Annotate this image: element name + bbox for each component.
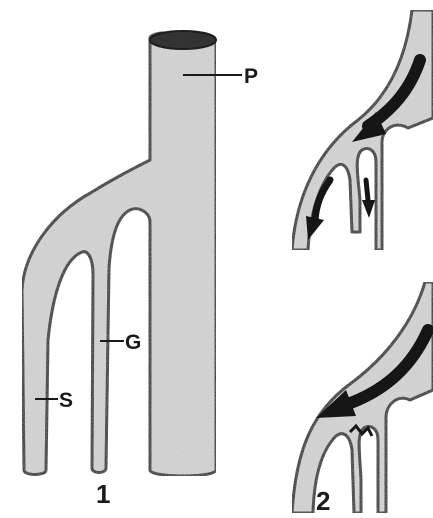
right-panel-divider [290, 258, 433, 274]
panel-2a-left-arrowhead [306, 216, 324, 240]
label-gastric: G [125, 331, 141, 354]
panel-2b-vessel [292, 282, 433, 513]
panel-2a-right-flow-arrow [366, 180, 368, 200]
portal-vein-top-cut [150, 31, 216, 49]
panel-2a-right-arrowhead [362, 200, 375, 218]
panel-number-2: 2 [316, 486, 330, 513]
panel-1-vessel-tree [22, 31, 216, 476]
panel-number-1: 1 [96, 479, 110, 509]
panel-1-vessel-body [22, 32, 216, 477]
label-splenic: S [59, 389, 73, 412]
label-portal: P [244, 65, 258, 88]
panel-2a-vessel [292, 10, 433, 250]
